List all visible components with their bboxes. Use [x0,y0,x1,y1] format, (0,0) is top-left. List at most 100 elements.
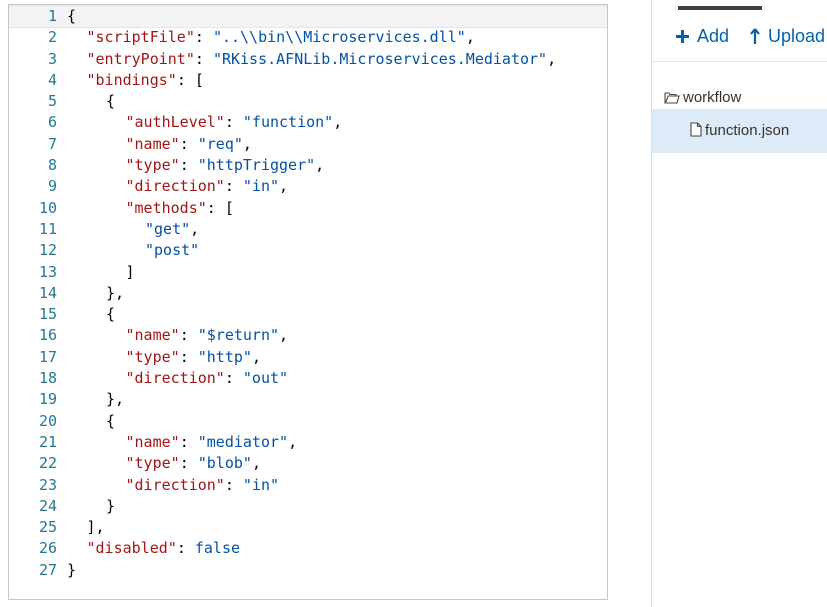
json-punctuation: : [224,369,243,388]
line-number: 11 [38,219,57,238]
json-key: "direction" [125,177,225,196]
json-punctuation: , [190,219,200,238]
line-number: 12 [38,241,57,260]
json-value: "function" [242,113,334,132]
line-text: { [106,411,115,432]
json-punctuation: , [288,432,298,451]
line-number: 27 [38,560,57,579]
line-number: 26 [38,539,57,558]
json-punctuation: ], [86,518,105,537]
line-number: 18 [38,369,57,388]
json-key: "type" [125,347,180,366]
json-punctuation: } [106,496,116,515]
json-value: "in" [242,475,280,494]
json-punctuation: , [547,49,557,68]
tree-file-function-json[interactable]: function.json [652,109,827,153]
line-number: 14 [38,283,57,302]
line-number: 1 [47,7,57,25]
code-line: 23"direction": "in" [9,475,607,496]
json-key: "methods" [125,198,207,217]
code-line: 16"name": "$return", [9,325,607,346]
line-text: } [67,560,76,581]
json-value: "post" [145,241,200,260]
code-line: 13] [9,262,607,283]
explorer-toolbar: Add Upload [652,22,827,52]
line-text: "entryPoint": "RKiss.AFNLib.Microservice… [87,49,557,70]
code-line: 21"name": "mediator", [9,432,607,453]
line-text: "type": "blob", [126,453,261,474]
line-number: 5 [47,92,57,111]
json-punctuation: : [179,432,198,451]
code-lines: 1 {2"scriptFile": "..\\bin\\Microservices… [9,5,607,581]
json-value: "get" [145,219,191,238]
json-punctuation: , [465,28,475,47]
line-number: 13 [38,262,57,281]
json-key: "name" [125,326,180,345]
json-punctuation: : [194,49,213,68]
code-line: 25], [9,517,607,538]
json-punctuation: , [242,134,252,153]
line-text: "scriptFile": "..\\bin\\Microservices.dl… [87,27,475,48]
json-punctuation: : [ [206,198,234,217]
add-button[interactable]: Add [676,22,729,50]
json-value: "..\\bin\\Microservices.dll" [212,28,466,47]
code-line: 5{ [9,91,607,112]
json-punctuation: }, [106,283,125,302]
json-punctuation: , [279,177,289,196]
line-number: 19 [38,390,57,409]
code-editor[interactable]: 1 {2"scriptFile": "..\\bin\\Microservices… [8,4,608,600]
line-number: 15 [38,305,57,324]
line-text: "bindings": [ [87,70,204,91]
code-line: 14}, [9,283,607,304]
line-text: "get", [145,219,199,240]
line-text: "direction": "in", [126,176,289,197]
file-label: function.json [705,122,790,139]
file-icon [690,122,702,143]
folder-label: workflow [683,89,742,106]
line-number: 10 [38,198,57,217]
line-text: }, [106,283,124,304]
json-value: "RKiss.AFNLib.Microservices.Mediator" [212,49,548,68]
code-line: 6"authLevel": "function", [9,112,607,133]
json-punctuation: , [251,454,261,473]
json-key: "type" [125,156,180,175]
json-value: "mediator" [197,432,289,451]
json-punctuation: { [67,7,77,25]
json-punctuation: { [106,92,116,111]
code-line: 8"type": "httpTrigger", [9,155,607,176]
line-number: 22 [38,454,57,473]
line-number: 17 [38,347,57,366]
json-punctuation: : [ [176,70,204,89]
json-key: "bindings" [86,70,177,89]
json-punctuation: : [179,134,198,153]
upload-button-label: Upload [768,26,826,46]
line-text: } [106,496,115,517]
line-number: 21 [38,432,57,451]
upload-button[interactable]: Upload [750,22,825,50]
toolbar-separator [652,61,827,62]
line-text: { [106,304,115,325]
code-line: 20{ [9,411,607,432]
json-value: false [194,539,241,558]
json-value: "req" [197,134,243,153]
json-punctuation: ] [125,262,135,281]
code-line: 2"scriptFile": "..\\bin\\Microservices.d… [9,27,607,48]
json-value: "httpTrigger" [197,156,316,175]
add-button-label: Add [697,26,730,46]
tree-folder-workflow[interactable]: workflow [664,88,741,108]
code-line: 7"name": "req", [9,134,607,155]
code-line: 3"entryPoint": "RKiss.AFNLib.Microservic… [9,49,607,70]
line-number: 9 [47,177,57,196]
json-key: "entryPoint" [86,49,195,68]
upload-arrow-icon [750,26,765,46]
json-key: "authLevel" [125,113,225,132]
line-text: { [106,91,115,112]
line-number: 24 [38,496,57,515]
code-line: 15 { [9,304,607,325]
line-text: { [67,6,76,27]
json-value: "in" [242,177,280,196]
json-key: "name" [125,134,180,153]
json-key: "direction" [125,475,225,494]
line-number: 16 [38,326,57,345]
line-number: 25 [38,518,57,537]
